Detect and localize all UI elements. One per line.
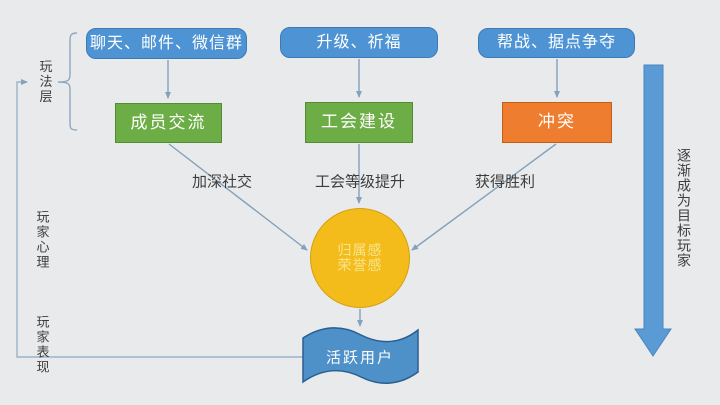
node-communication-channels: 聊天、邮件、微信群 bbox=[86, 28, 247, 59]
active-users-wave-shape bbox=[302, 327, 419, 384]
label-become-target-player: 逐渐成为目标玩家 bbox=[676, 148, 692, 268]
label-player-psychology: 玩家心理 bbox=[34, 210, 50, 270]
connector-exchange-to-circle bbox=[168, 143, 308, 251]
node-upgrade-blessing: 升级、祈福 bbox=[280, 27, 438, 58]
gameplay-layer-brace bbox=[57, 32, 78, 131]
connector-conflict-to-circle bbox=[411, 143, 557, 251]
circle-line-honor: 荣誉感 bbox=[337, 257, 383, 273]
node-belonging-honor: 归属感 荣誉感 bbox=[310, 208, 410, 308]
node-conflict: 冲突 bbox=[502, 102, 612, 143]
label-active-users: 活跃用户 bbox=[325, 349, 395, 367]
label-guild-level-up: 工会等级提升 bbox=[314, 173, 406, 191]
node-guildwar-stronghold: 帮战、据点争夺 bbox=[478, 28, 635, 58]
big-down-arrow bbox=[634, 64, 672, 357]
node-member-exchange: 成员交流 bbox=[115, 103, 222, 143]
label-deepen-social: 加深社交 bbox=[191, 173, 253, 191]
label-gameplay-layer: 玩法层 bbox=[37, 59, 53, 105]
label-player-behavior: 玩家表现 bbox=[34, 315, 50, 375]
node-guild-building: 工会建设 bbox=[305, 102, 413, 143]
feedback-loop-line bbox=[16, 79, 303, 358]
label-gain-victory: 获得胜利 bbox=[474, 173, 536, 191]
circle-line-belonging: 归属感 bbox=[337, 241, 383, 258]
